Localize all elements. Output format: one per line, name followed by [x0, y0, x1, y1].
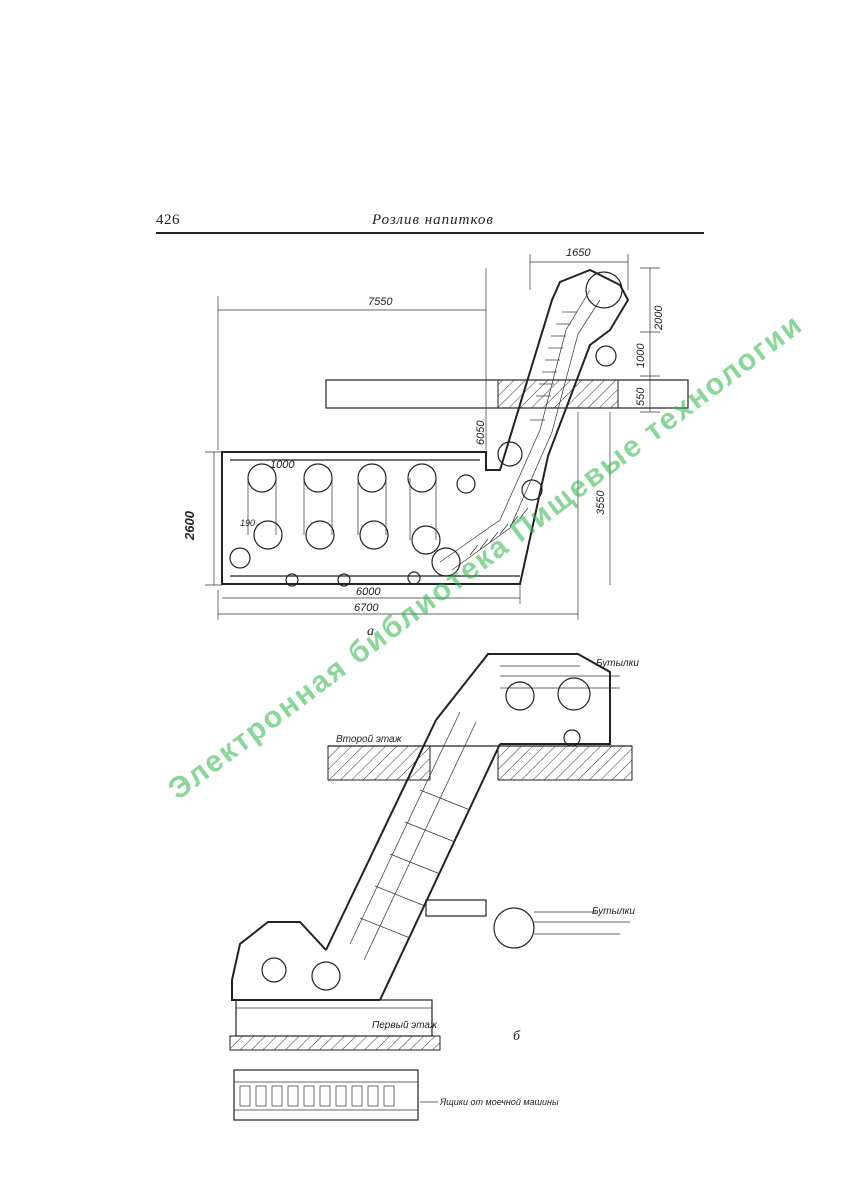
figure-b-label: б	[513, 1029, 521, 1044]
dim-7550: 7550	[368, 296, 393, 308]
dim-550: 550	[635, 387, 647, 406]
dim-2000: 2000	[653, 305, 665, 331]
page-number: 426	[156, 212, 180, 228]
dim-2600: 2600	[182, 510, 197, 541]
dim-190: 190	[240, 518, 255, 528]
figure-a-elevation-drawing: 7550 1650 2000 1000 550 3550 6050	[182, 247, 689, 639]
figure-b-elevator-drawing: Второй этаж Бутылки	[229, 653, 639, 1121]
first-floor-label: Первый этаж	[372, 1020, 438, 1031]
figure-a-label: а	[367, 624, 374, 639]
second-floor-label: Второй этаж	[336, 734, 403, 745]
dim-6050: 6050	[475, 420, 487, 445]
dim-3550: 3550	[595, 490, 607, 515]
dim-1000-top: 1000	[270, 459, 295, 471]
dim-1650: 1650	[566, 247, 591, 259]
dim-6000: 6000	[356, 586, 381, 598]
dim-1000-right: 1000	[635, 343, 647, 368]
dim-6700: 6700	[354, 602, 379, 614]
bottles-top-label: Бутылки	[596, 658, 639, 669]
crates-from-washer-label: Ящики от моечной машины	[439, 1097, 559, 1107]
header-rule	[156, 232, 704, 234]
bottles-right-label: Бутылки	[592, 906, 635, 917]
running-title: Розлив напитков	[372, 212, 494, 228]
